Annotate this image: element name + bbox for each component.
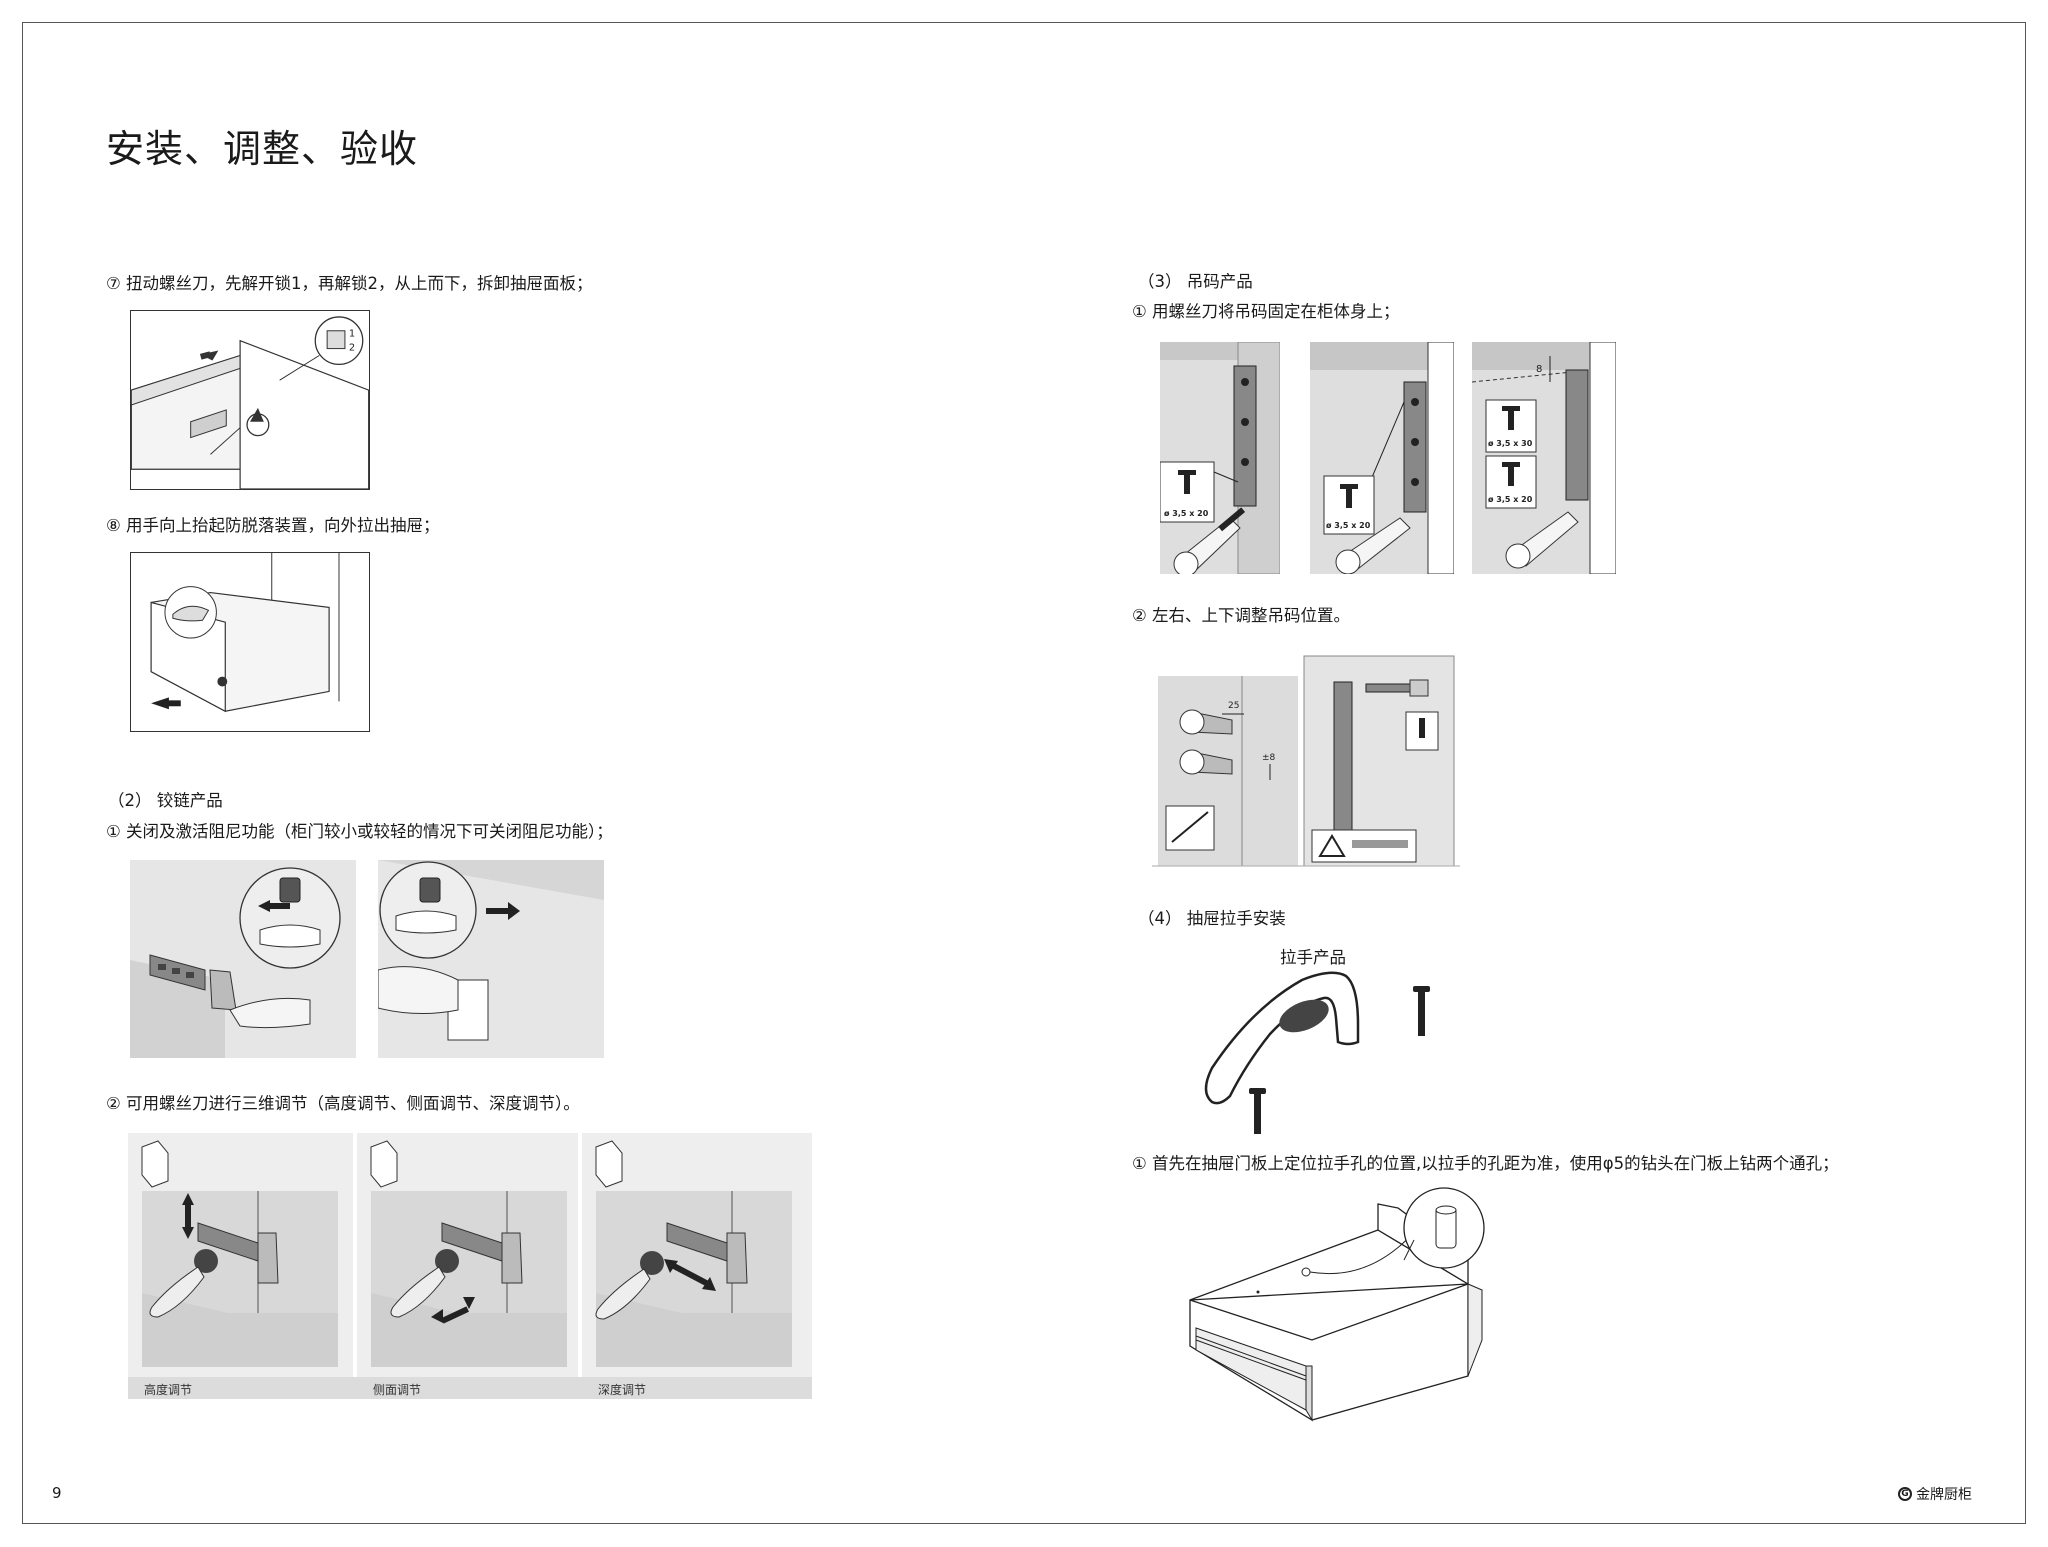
pull-drawer-figure	[130, 552, 370, 732]
lock-label-2: 2	[349, 343, 355, 354]
hanger-fix-figure-1: ø 3,5 x 20	[1160, 342, 1280, 574]
caption-depth-adjust: 深度调节	[598, 1383, 647, 1397]
hanger-step-1-text: ① 用螺丝刀将吊码固定在柜体身上；	[1132, 302, 1400, 321]
page-number: 9	[52, 1484, 62, 1502]
hinge-step-1-text: ① 关闭及激活阻尼功能（柜门较小或较轻的情况下可关闭阻尼功能）；	[106, 822, 613, 841]
brand-logo: G 金牌厨柜	[1898, 1484, 1972, 1504]
screw-label-4: ø 3,5 x 20	[1488, 495, 1533, 504]
height-adjust-figure	[128, 1133, 353, 1377]
drawer-drilling-figure	[1182, 1180, 1522, 1426]
hanger-step-2-text: ② 左右、上下调整吊码位置。	[1132, 606, 1351, 625]
handle-product-label: 拉手产品	[1280, 948, 1346, 967]
hanger-fix-figure-2: ø 3,5 x 20	[1310, 342, 1454, 574]
hinge-step-2-text: ② 可用螺丝刀进行三维调节（高度调节、侧面调节、深度调节）。	[106, 1094, 580, 1113]
lateral-offset-label: 25	[1228, 701, 1239, 711]
screw-label-2: ø 3,5 x 20	[1326, 521, 1371, 530]
unlock-drawer-figure: 1 2	[130, 310, 370, 490]
caption-lateral-adjust: 侧面调节	[373, 1383, 422, 1397]
brand-icon: G	[1898, 1487, 1912, 1501]
screw-label-1: ø 3,5 x 20	[1164, 509, 1209, 518]
hanger-fix-figure-3: 8 ø 3,5 x 30 ø 3,5 x 20	[1472, 342, 1616, 574]
hanger-section-title: （3） 吊码产品	[1138, 272, 1253, 291]
offset-label: 8	[1536, 364, 1542, 375]
step-8-text: ⑧ 用手向上抬起防脱落装置，向外拉出抽屉；	[106, 516, 440, 535]
handle-step-1-text: ① 首先在抽屉门板上定位拉手孔的位置,以拉手的孔距为准，使用φ5的钻头在门板上钻…	[1132, 1154, 1839, 1173]
page-title: 安装、调整、验收	[106, 127, 419, 171]
hinge-damping-off-figure	[130, 860, 356, 1058]
handle-figure	[1192, 968, 1440, 1136]
lateral-adjust-figure	[357, 1133, 578, 1377]
hinge-section-title: （2） 铰链产品	[108, 791, 223, 810]
page-frame	[22, 22, 2026, 1524]
vertical-offset-label: ±8	[1262, 753, 1276, 763]
hinge-damping-on-figure	[378, 860, 604, 1058]
step-7-text: ⑦ 扭动螺丝刀，先解开锁1，再解锁2，从上而下，拆卸抽屉面板；	[106, 274, 593, 293]
caption-height-adjust: 高度调节	[144, 1383, 193, 1397]
hanger-adjust-figure: 25 ±8	[1152, 652, 1460, 868]
screw-label-3: ø 3,5 x 30	[1488, 439, 1533, 448]
handle-section-title: （4） 抽屉拉手安装	[1138, 909, 1286, 928]
brand-name: 金牌厨柜	[1916, 1487, 1972, 1503]
lock-label-1: 1	[349, 329, 355, 340]
hinge-adjustment-panel: 高度调节 侧面调节 深度调节	[128, 1133, 812, 1399]
depth-adjust-figure	[582, 1133, 812, 1377]
